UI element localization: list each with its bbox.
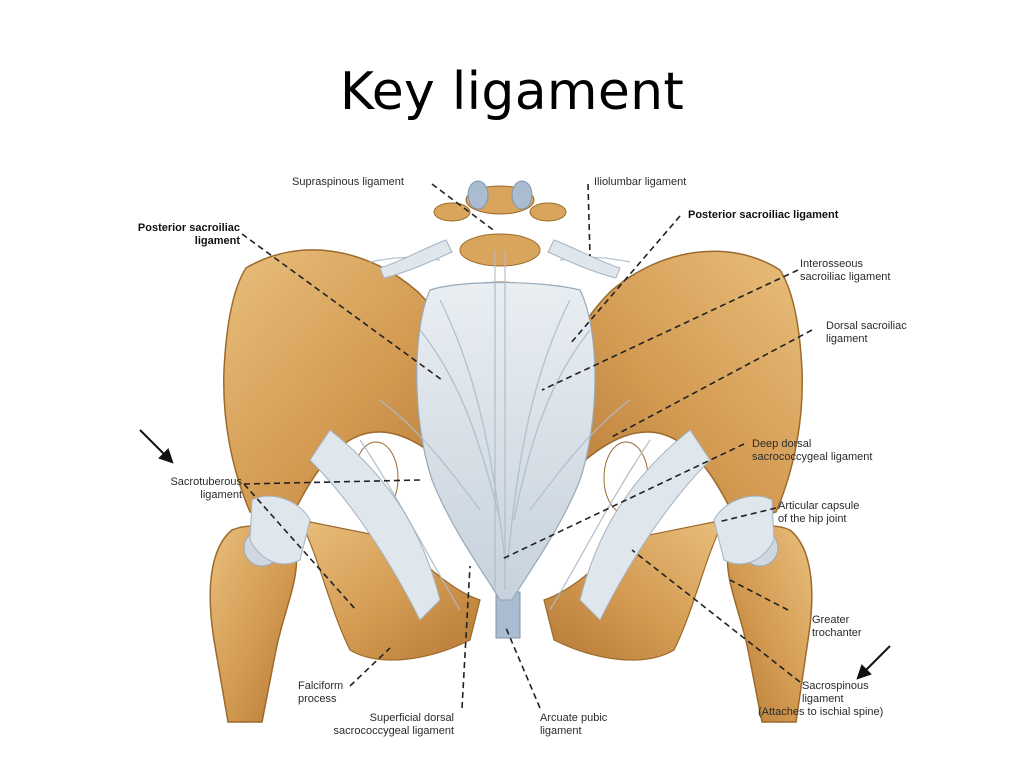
label-falciform-line2: process xyxy=(298,693,337,705)
label-posterior-sacroiliac-right: Posterior sacroiliac ligament xyxy=(688,209,839,221)
label-interosseous: Interosseous sacroiliac ligament xyxy=(800,258,890,284)
label-supraspinous: Supraspinous ligament xyxy=(292,176,404,188)
label-posterior-sacroiliac-left-line1: Posterior sacroiliac xyxy=(137,222,240,234)
label-falciform: Falciform process xyxy=(298,680,343,706)
label-greater-trochanter: Greater trochanter xyxy=(812,614,862,640)
ligament-fibers xyxy=(359,250,651,611)
label-iliolumbar: Iliolumbar ligament xyxy=(594,176,687,188)
label-arcuate-pubic: Arcuate pubic ligament xyxy=(540,712,607,738)
left-ischium xyxy=(298,519,481,661)
label-superficial-dorsal-line2: sacrococcygeal ligament xyxy=(333,725,454,737)
label-sacrospinous-line1: Sacrospinous xyxy=(802,680,869,692)
leader-lines xyxy=(241,183,813,709)
iliolumbar-band-right xyxy=(547,239,621,279)
label-articular-capsule-line2: of the hip joint xyxy=(778,513,847,525)
label-sacrotuberous-line2: ligament xyxy=(200,489,242,501)
label-articular-capsule-line1: Articular capsule xyxy=(778,500,860,512)
label-arcuate-pubic-line2: ligament xyxy=(540,725,582,737)
label-superficial-dorsal: Superficial dorsal sacrococcygeal ligame… xyxy=(300,712,454,738)
label-posterior-sacroiliac-left: Posterior sacroiliac ligament xyxy=(100,222,240,248)
label-superficial-dorsal-line1: Superficial dorsal xyxy=(369,712,454,724)
label-dorsal-sacroiliac-line1: Dorsal sacroiliac xyxy=(826,320,907,332)
label-deep-dorsal-line2: sacrococcygeal ligament xyxy=(752,451,873,463)
label-sacrospinous: Sacrospinous ligament (Attaches to ischi… xyxy=(758,680,883,719)
label-falciform-line1: Falciform xyxy=(298,680,344,692)
label-arcuate-pubic-line1: Arcuate pubic xyxy=(540,712,608,724)
iliolumbar-band-left xyxy=(379,239,453,279)
arrow-left xyxy=(139,429,174,464)
left-ilium xyxy=(222,249,471,521)
label-greater-trochanter-line1: Greater xyxy=(812,614,850,626)
label-greater-trochanter-line2: trochanter xyxy=(812,627,862,639)
label-sacrotuberous: Sacrotuberous ligament xyxy=(130,476,242,502)
label-dorsal-sacroiliac: Dorsal sacroiliac ligament xyxy=(826,320,907,346)
label-deep-dorsal-line1: Deep dorsal xyxy=(752,438,812,450)
right-hip-capsule xyxy=(713,495,775,565)
slide-title: Key ligament xyxy=(339,62,685,122)
label-articular-capsule: Articular capsule of the hip joint xyxy=(778,500,859,526)
label-sacrospinous-line2: ligament xyxy=(802,693,844,705)
label-sacrospinous-line3: (Attaches to ischial spine) xyxy=(758,706,884,718)
label-deep-dorsal: Deep dorsal sacrococcygeal ligament xyxy=(752,438,872,464)
label-dorsal-sacroiliac-line2: ligament xyxy=(826,333,868,345)
left-hip-capsule xyxy=(249,495,311,565)
right-ilium xyxy=(555,250,804,521)
sacrum-ligament-sheet xyxy=(416,281,596,601)
left-sacrotuberous-band xyxy=(309,429,441,621)
label-interosseous-line1: Interosseous xyxy=(800,258,863,270)
label-interosseous-line2: sacroiliac ligament xyxy=(800,271,891,283)
right-sacrotuberous-band xyxy=(579,429,711,621)
arrow-right xyxy=(856,645,891,680)
label-sacrotuberous-line1: Sacrotuberous xyxy=(170,476,242,488)
label-posterior-sacroiliac-left-line2: ligament xyxy=(194,235,240,247)
